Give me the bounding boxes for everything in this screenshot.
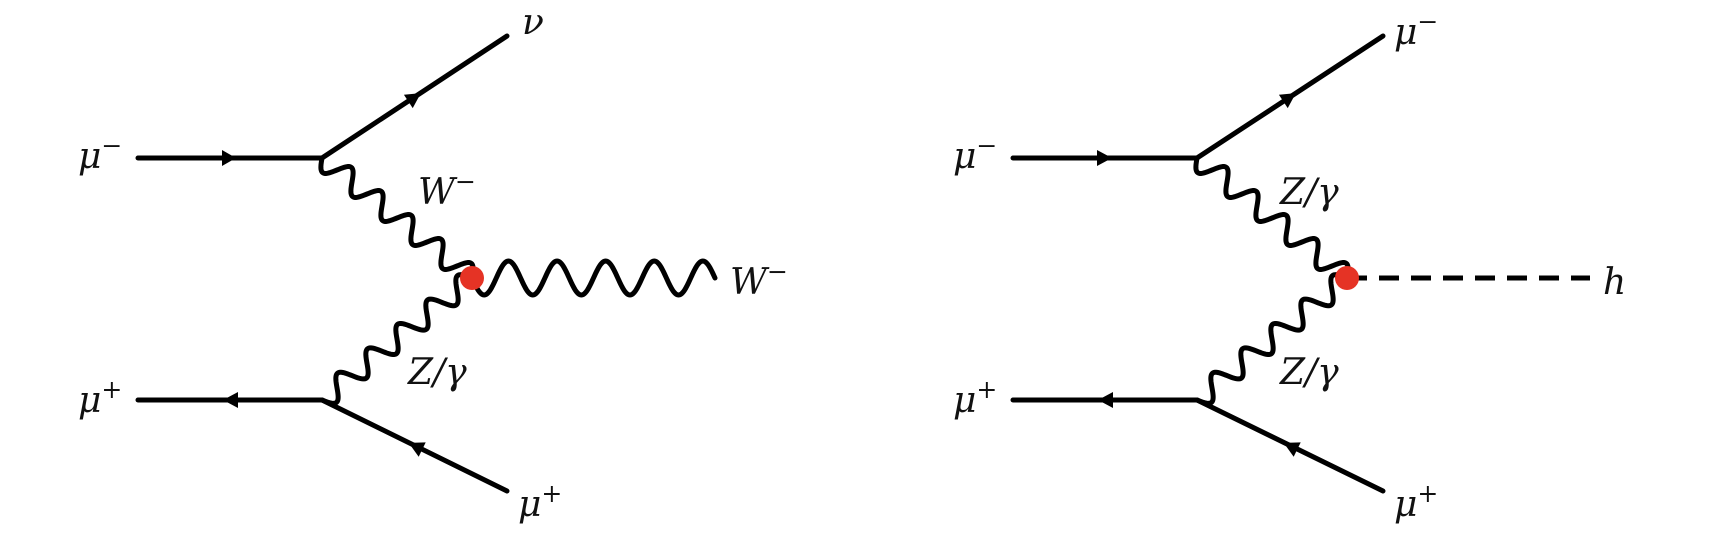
label-z-photon-propagator-top: Z/γ [1279,172,1339,213]
z-photon-propagator-bottom [1194,272,1350,406]
label-z-photon-propagator-bottom: Z/γ [1279,352,1339,393]
fermion-arrow [1283,442,1301,457]
label-w-boson-propagator: W− [418,167,476,213]
diagram-left: μ− μ+ ν μ+ W− Z/γ W− [78,2,788,525]
label-outgoing-muon-plus: μ+ [1394,479,1438,525]
w-boson-propagator [318,155,476,281]
fermion-arrow [223,392,238,408]
fermion-arrow [403,93,421,109]
fermion-arrow [1278,93,1296,109]
label-incoming-muon-minus: μ− [78,131,122,177]
z-photon-propagator-top [1193,155,1351,281]
effective-vertex-dot [460,266,484,290]
label-outgoing-neutrino: ν [522,2,544,43]
label-incoming-muon-plus: μ+ [953,375,997,421]
label-outgoing-muon-minus: μ− [1394,7,1438,53]
final-w-boson-line [469,258,718,298]
z-photon-propagator [319,272,475,406]
fermion-arrow [222,150,236,166]
fermion-arrow [1098,392,1113,408]
fermion-arrow [1097,150,1112,166]
diagram-right: μ− μ+ μ− μ+ Z/γ Z/γ h [953,7,1626,525]
label-higgs: h [1603,262,1626,303]
label-z-photon-propagator: Z/γ [407,352,467,393]
effective-vertex-dot [1335,266,1359,290]
label-final-w-boson: W− [730,257,788,303]
label-outgoing-muon-plus: μ+ [518,479,562,525]
label-incoming-muon-plus: μ+ [78,375,122,421]
label-incoming-muon-minus: μ− [953,131,997,177]
fermion-arrow [408,442,426,457]
